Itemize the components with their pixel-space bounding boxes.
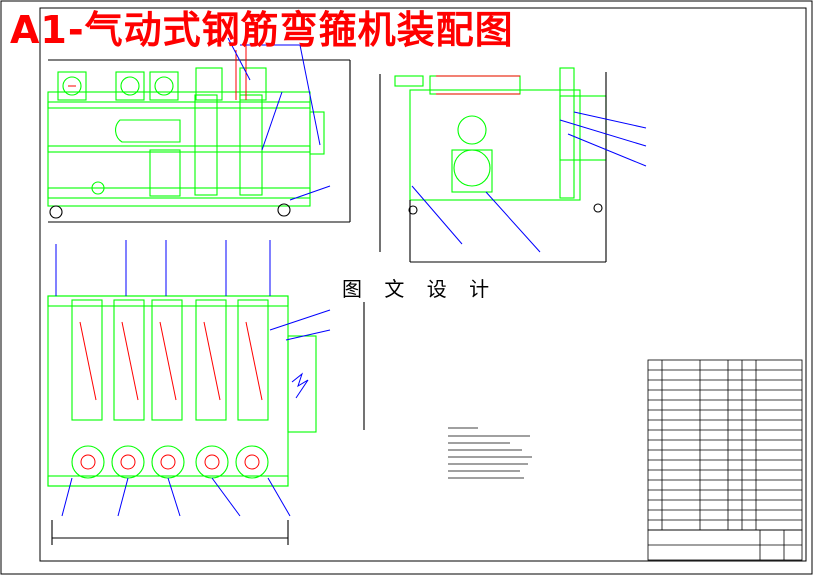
watermark-label: 图 文 设 计 bbox=[336, 273, 504, 302]
title-block bbox=[647, 529, 803, 561]
drawing-title: A1-气动式钢筋弯箍机装配图 bbox=[10, 8, 514, 52]
side-view bbox=[379, 67, 647, 263]
top-view bbox=[47, 240, 365, 545]
parts-list-table bbox=[647, 359, 803, 531]
front-view bbox=[47, 37, 351, 223]
technical-notes-block bbox=[448, 427, 532, 479]
